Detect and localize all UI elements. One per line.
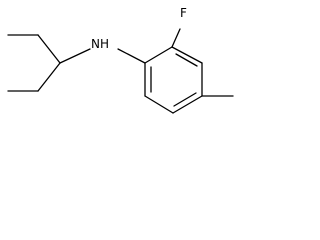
ring-double-1 [175, 53, 198, 67]
ring-bond-5 [144, 95, 174, 114]
structure-diagram: F NH [7, 6, 234, 114]
ring-double-2 [173, 92, 197, 107]
bond-c2-c3 [37, 34, 61, 64]
bond-c3-n [59, 48, 91, 64]
ring-bond-2 [171, 46, 203, 64]
amine-label: NH [91, 37, 109, 51]
bond-c3-c4 [37, 62, 61, 92]
bond-n-aryl [117, 48, 146, 64]
ring-bond-1 [144, 46, 173, 64]
bond-ring-f [171, 28, 181, 48]
fluorine-label: F [180, 6, 187, 20]
pentan-3-yl-group [7, 34, 61, 92]
benzene-ring [144, 46, 203, 114]
ring-bond-4 [172, 95, 203, 114]
